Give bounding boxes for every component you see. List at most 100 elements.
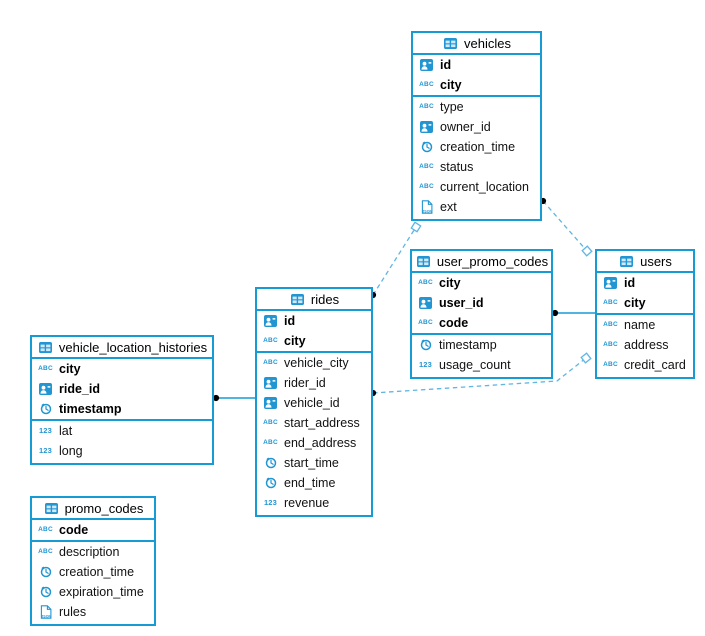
column-row-usage_count[interactable]: 123 usage_count [412,355,551,375]
column-row-ride_id[interactable]: ride_id [32,379,212,399]
table-header[interactable]: rides [257,289,371,309]
text-type-icon: ABC [418,318,433,326]
column-row-address[interactable]: ABC address [597,335,693,355]
table-vehicles[interactable]: vehicles id ABC city ABC type owner_id c… [411,31,542,221]
datetime-type-icon [265,457,276,469]
columns-section: ABC description creation_time expiration… [32,540,154,624]
column-row-description[interactable]: ABC description [32,542,154,562]
column-row-id[interactable]: id [413,55,540,75]
column-name: expiration_time [59,585,144,599]
column-name: credit_card [624,358,686,372]
table-promo_codes[interactable]: promo_codes ABC code ABC description cre… [30,496,156,626]
column-row-start_address[interactable]: ABC start_address [257,413,371,433]
column-row-revenue[interactable]: 123 revenue [257,493,371,513]
column-row-credit_card[interactable]: ABC credit_card [597,355,693,375]
column-row-start_time[interactable]: start_time [257,453,371,473]
number-type-icon: 123 [263,498,278,508]
column-row-city[interactable]: ABC city [32,359,212,379]
column-row-timestamp[interactable]: timestamp [32,399,212,419]
ref-type-icon [602,277,619,289]
column-row-id[interactable]: id [257,311,371,331]
column-row-timestamp[interactable]: timestamp [412,335,551,355]
column-name: code [59,523,89,537]
table-title: user_promo_codes [436,253,549,269]
column-row-expiration_time[interactable]: expiration_time [32,582,154,602]
table-users[interactable]: users id ABC city ABC name ABC address A… [595,249,695,379]
table-icon [618,255,635,267]
column-row-long[interactable]: 123 long [32,441,212,461]
column-row-type[interactable]: ABC type [413,97,540,117]
text-type-icon: ABC [419,80,434,88]
table-rides[interactable]: rides id ABC city ABC vehicle_city rider… [255,287,373,517]
relationship-diamond [580,352,592,364]
table-title: vehicle_location_histories [58,339,208,355]
table-vehicle_location_histories[interactable]: vehicle_location_histories ABC city ride… [30,335,214,465]
column-name: code [439,316,469,330]
column-row-city[interactable]: ABC city [597,293,693,313]
table-icon [37,341,54,353]
column-row-user_id[interactable]: user_id [412,293,551,313]
column-row-current_location[interactable]: ABC current_location [413,177,540,197]
text-type-icon: ABC [262,419,279,427]
table-icon [415,255,432,267]
text-type-icon: ABC [603,320,618,328]
column-row-id[interactable]: id [597,273,693,293]
column-row-owner_id[interactable]: owner_id [413,117,540,137]
datetime-type-icon [37,566,54,578]
column-row-name[interactable]: ABC name [597,315,693,335]
table-user_promo_codes[interactable]: user_promo_codes ABC city user_id ABC co… [410,249,553,379]
column-row-code[interactable]: ABC code [32,520,154,540]
column-name: city [440,78,462,92]
ref-type-icon [418,121,435,133]
column-row-ext[interactable]: JSON ext [413,197,540,217]
ref-type-icon [604,277,617,289]
table-icon [442,37,459,49]
table-header[interactable]: user_promo_codes [412,251,551,271]
column-name: user_id [439,296,484,310]
column-row-city[interactable]: ABC city [413,75,540,95]
column-row-vehicle_city[interactable]: ABC vehicle_city [257,353,371,373]
columns-section: timestamp 123 usage_count [412,333,551,377]
table-header[interactable]: vehicles [413,33,540,53]
table-header[interactable]: vehicle_location_histories [32,337,212,357]
column-row-lat[interactable]: 123 lat [32,421,212,441]
column-name: end_time [284,476,336,490]
column-name: start_address [284,416,360,430]
column-row-end_time[interactable]: end_time [257,473,371,493]
column-row-city[interactable]: ABC city [412,273,551,293]
column-name: status [440,160,474,174]
column-row-city[interactable]: ABC city [257,331,371,351]
table-header[interactable]: promo_codes [32,498,154,518]
table-header[interactable]: users [597,251,693,271]
column-name: revenue [284,496,330,510]
columns-section: ABC name ABC address ABC credit_card [597,313,693,377]
table-icon [38,341,52,353]
column-row-rules[interactable]: JSON rules [32,602,154,622]
column-row-vehicle_id[interactable]: vehicle_id [257,393,371,413]
column-row-creation_time[interactable]: creation_time [413,137,540,157]
table-icon [444,37,458,49]
text-type-icon: ABC [37,365,54,373]
column-name: owner_id [440,120,491,134]
text-type-icon: ABC [418,103,435,111]
column-row-rider_id[interactable]: rider_id [257,373,371,393]
svg-text:JSON: JSON [422,209,432,213]
column-row-end_address[interactable]: ABC end_address [257,433,371,453]
ref-type-icon [264,377,277,389]
text-type-icon: ABC [262,359,279,367]
column-row-creation_time[interactable]: creation_time [32,562,154,582]
ref-type-icon [262,397,279,409]
key-columns-section: id ABC city [597,271,693,313]
number-type-icon: 123 [38,426,53,436]
column-name: rules [59,605,87,619]
ref-type-icon [264,397,277,409]
json-type-icon: JSON [421,200,432,214]
column-name: timestamp [439,338,497,352]
columns-section: 123 lat 123 long [32,419,212,463]
column-name: start_time [284,456,339,470]
table-icon [43,502,60,514]
column-row-code[interactable]: ABC code [412,313,551,333]
datetime-type-icon [40,566,51,578]
datetime-type-icon [420,339,431,351]
column-row-status[interactable]: ABC status [413,157,540,177]
